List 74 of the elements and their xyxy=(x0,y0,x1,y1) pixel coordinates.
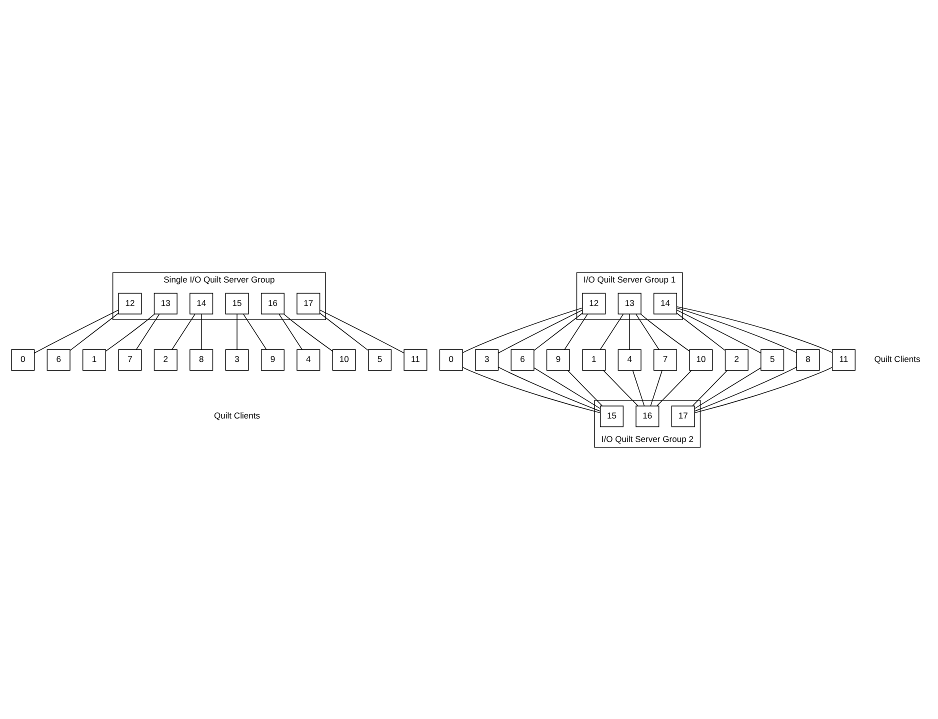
connector xyxy=(136,313,160,350)
connector xyxy=(498,309,583,353)
node-box: 6 xyxy=(46,348,70,370)
node-box: 9 xyxy=(546,348,570,370)
node-box: 9 xyxy=(260,348,284,370)
node-box: 2 xyxy=(154,348,178,370)
node-box: 11 xyxy=(832,348,856,370)
node-box: 15 xyxy=(600,405,624,427)
node-box: 4 xyxy=(618,348,642,370)
connector xyxy=(34,309,119,353)
connector xyxy=(534,366,601,408)
node-box: 2 xyxy=(724,348,748,370)
connector xyxy=(600,313,624,350)
connector xyxy=(676,306,833,352)
connector xyxy=(283,313,333,352)
node-box: 12 xyxy=(582,292,606,314)
node-box: 13 xyxy=(618,292,642,314)
node-box: 0 xyxy=(11,348,35,370)
connector xyxy=(564,313,588,350)
node-box: 5 xyxy=(368,348,392,370)
connector xyxy=(462,366,601,413)
node-box: 3 xyxy=(225,348,249,370)
node-box: 3 xyxy=(475,348,499,370)
node-box: 8 xyxy=(796,348,820,370)
connector xyxy=(676,307,797,353)
connector xyxy=(603,370,638,406)
node-box: 10 xyxy=(332,348,356,370)
label: Quilt Clients xyxy=(874,354,920,364)
node-box: 8 xyxy=(190,348,214,370)
connector xyxy=(236,313,238,350)
node-box: 5 xyxy=(760,348,784,370)
connector xyxy=(694,366,833,413)
connector xyxy=(640,313,690,352)
node-box: 16 xyxy=(260,292,284,314)
connector xyxy=(243,313,267,350)
connector xyxy=(694,366,797,411)
connector xyxy=(567,370,603,406)
connector xyxy=(320,312,369,350)
node-box: 7 xyxy=(118,348,142,370)
connector xyxy=(70,312,119,350)
connector xyxy=(656,370,692,406)
connector xyxy=(676,312,726,350)
connector xyxy=(278,313,302,350)
node-box: 0 xyxy=(439,348,463,370)
connector xyxy=(676,309,762,353)
node-box: 13 xyxy=(154,292,178,314)
node-box: 16 xyxy=(636,405,660,427)
connector xyxy=(632,370,645,406)
node-box: 7 xyxy=(654,348,678,370)
connector xyxy=(650,370,662,406)
connector xyxy=(692,370,728,406)
connector xyxy=(498,366,600,411)
connector xyxy=(636,313,660,350)
node-box: 17 xyxy=(296,292,320,314)
connector xyxy=(105,313,155,352)
node-box: 4 xyxy=(296,348,320,370)
node-box: 17 xyxy=(671,405,695,427)
node-box: 1 xyxy=(82,348,106,370)
node-box: 10 xyxy=(689,348,713,370)
node-box: 11 xyxy=(404,348,428,370)
connector xyxy=(200,313,202,350)
node-box: 12 xyxy=(118,292,142,314)
node-box: 14 xyxy=(654,292,678,314)
label: Quilt Clients xyxy=(214,410,260,420)
connector xyxy=(629,313,630,350)
connector xyxy=(462,307,583,353)
node-box: 6 xyxy=(510,348,534,370)
connector xyxy=(534,312,583,350)
node-box: 15 xyxy=(225,292,249,314)
node-box: 1 xyxy=(582,348,606,370)
connector xyxy=(320,309,404,353)
node-box: 14 xyxy=(190,292,214,314)
connector xyxy=(172,313,196,350)
connector xyxy=(694,366,762,408)
